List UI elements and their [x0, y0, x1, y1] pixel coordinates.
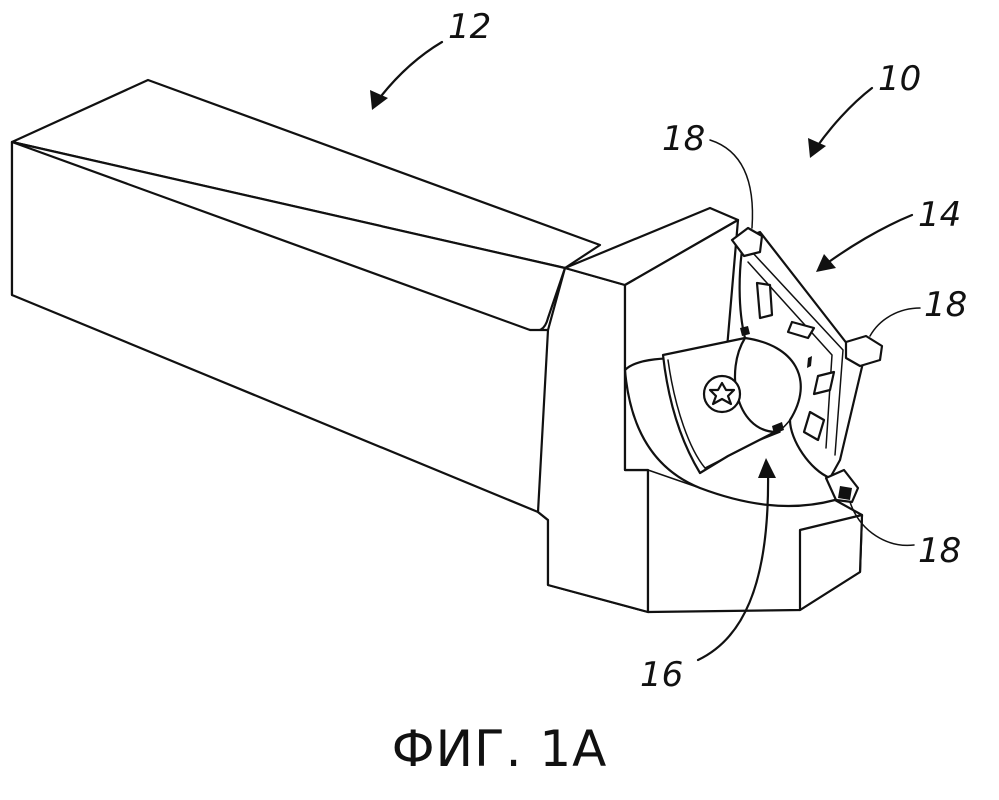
cutting-tip-bottom-shade — [838, 486, 852, 500]
arrowhead-14-icon — [816, 254, 836, 272]
ref-label-16: 16 — [640, 655, 683, 695]
arrowhead-10-icon — [808, 138, 826, 158]
leader-14 — [826, 215, 912, 264]
leader-18-right — [870, 308, 920, 336]
cutting-tip-right — [846, 336, 882, 366]
holder-lower-facet — [800, 515, 862, 610]
figure-caption: ФИГ. 1А — [0, 720, 999, 778]
screw-head — [704, 376, 740, 412]
insert-seat — [663, 338, 801, 473]
insert-mark-3 — [772, 422, 784, 434]
cutting-insert — [732, 228, 882, 502]
ref-label-18-right: 18 — [924, 285, 967, 325]
arrowhead-16-icon — [758, 458, 776, 478]
ref-label-18-bottom: 18 — [918, 531, 961, 571]
ref-label-14: 14 — [918, 195, 961, 235]
ref-label-10: 10 — [878, 59, 921, 99]
ref-label-18-top: 18 — [662, 119, 705, 159]
arrowhead-12-icon — [370, 90, 388, 110]
leader-10 — [816, 88, 872, 148]
insert-slot-1 — [757, 283, 772, 318]
ref-label-12: 12 — [448, 7, 491, 47]
leader-12 — [378, 42, 442, 100]
